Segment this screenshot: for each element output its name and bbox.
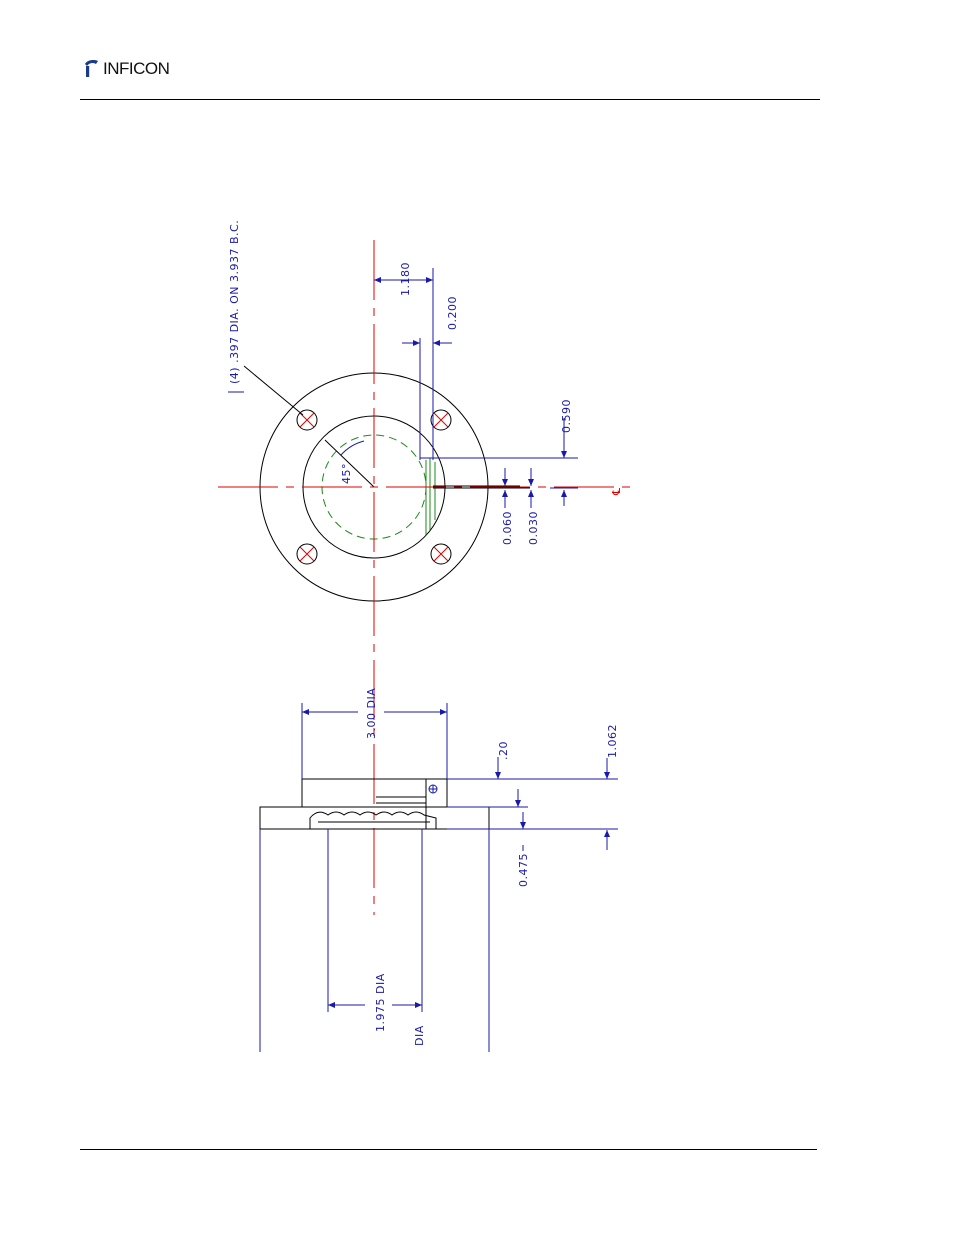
top-dimensions [228, 268, 578, 508]
angle-arc [341, 441, 364, 455]
centerline-symbol: ℄ [610, 487, 623, 496]
top-view [244, 366, 578, 601]
arrowheads [302, 277, 610, 1008]
dim-0200-label: 0.200 [446, 296, 459, 330]
dim-1975-dia-label: 1.975 DIA [374, 973, 387, 1032]
dim-1062-label: 1.062 [606, 724, 619, 758]
bolt-hole [431, 410, 451, 430]
side-dimensions [260, 703, 618, 1052]
angle-label: 45° [340, 463, 353, 484]
bolt-hole [297, 544, 317, 564]
dim-0060-label: 0.060 [501, 511, 514, 545]
centerlines [218, 240, 632, 915]
thread-profile [310, 812, 436, 829]
dim-300-dia-label: 3.00 DIA [365, 688, 378, 739]
dim-0590-label: 0.590 [560, 399, 573, 433]
callout-leader-line [244, 366, 303, 415]
bolt-hole [431, 544, 451, 564]
dim-0030-label: 0.030 [527, 511, 540, 545]
dim-dia-label: DIA [413, 1025, 426, 1046]
holes-callout-label: (4) .397 DIA. ON 3.937 B.C. [228, 220, 241, 384]
dim-020-label: .20 [497, 741, 510, 760]
dim-1180-label: 1.180 [399, 262, 412, 296]
dim-0475-label: 0.475 [517, 853, 530, 887]
